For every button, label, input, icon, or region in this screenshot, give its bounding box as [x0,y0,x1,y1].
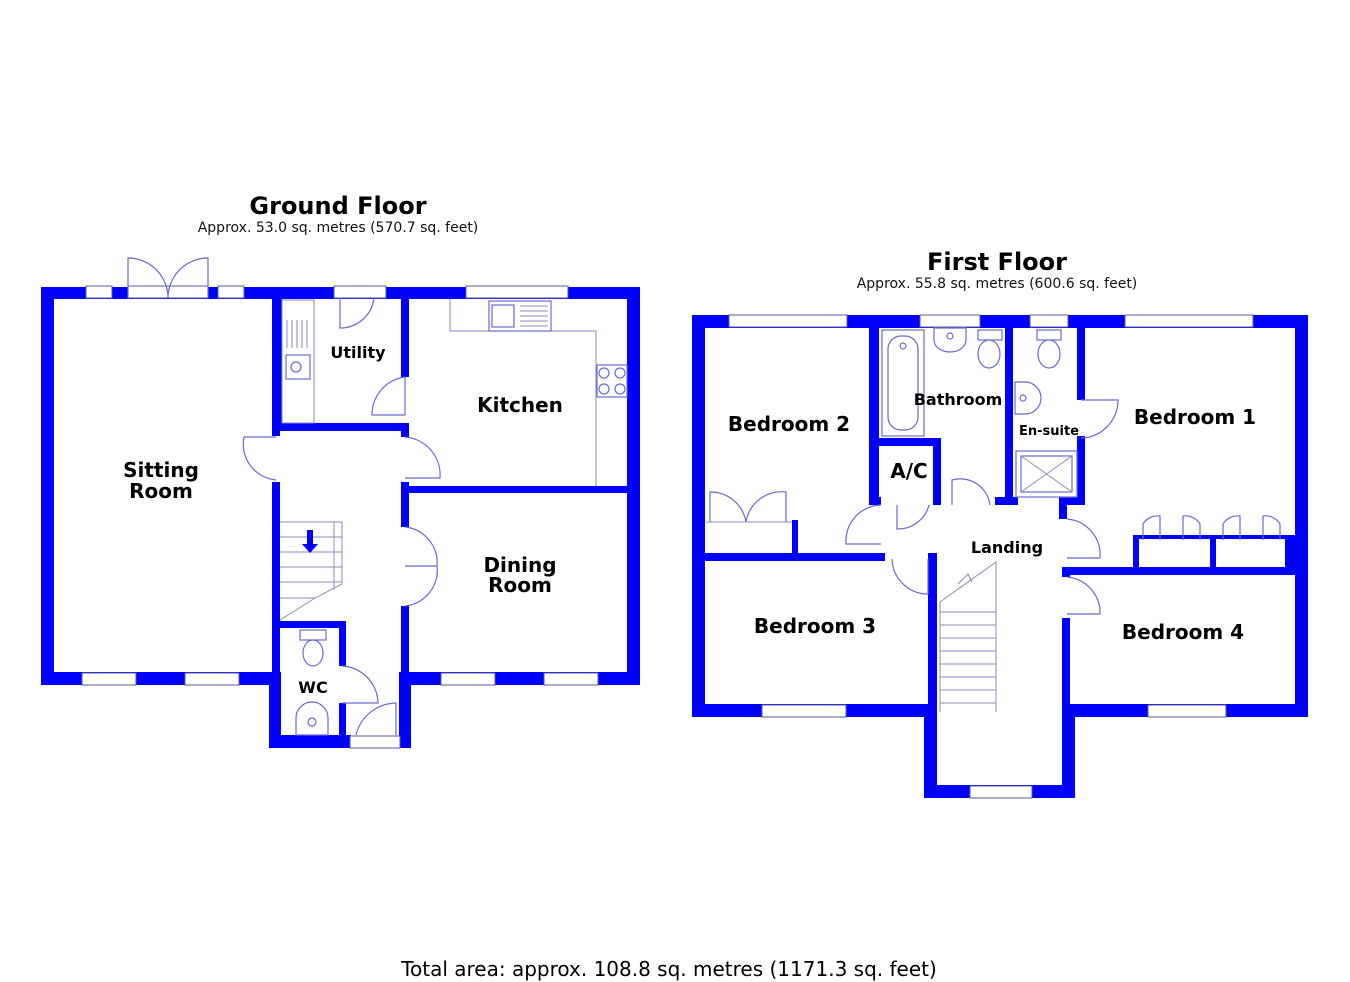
first-floor-title: First Floor [927,248,1067,276]
ground-floor-doors [242,297,441,736]
ground-stairs [279,521,343,621]
bedroom-1-label: Bedroom 1 [1134,405,1256,429]
first-floor-windows [728,314,1254,799]
total-area: Total area: approx. 108.8 sq. metres (11… [400,957,937,981]
utility-label: Utility [330,343,386,362]
bathroom-label: Bathroom [914,390,1003,409]
ground-floor-fixtures [279,299,628,736]
dining-room-label-line1: Dining [483,553,556,577]
first-floor-area: Approx. 55.8 sq. metres (600.6 sq. feet) [857,276,1138,292]
wc-label: WC [298,678,327,697]
bedroom-3-label: Bedroom 3 [754,614,876,638]
stairs-down-arrow-icon [302,530,318,553]
dining-room-label-line2: Room [488,573,552,597]
bedroom-4-label: Bedroom 4 [1122,620,1244,644]
ensuite-label: En-suite [1019,424,1079,439]
ground-floor-area: Approx. 53.0 sq. metres (570.7 sq. feet) [198,220,479,236]
kitchen-label: Kitchen [477,393,563,417]
ground-floor-title: Ground Floor [249,192,426,220]
bedroom-2-label: Bedroom 2 [728,412,850,436]
sitting-room-label-line2: Room [129,479,193,503]
landing-label: Landing [971,538,1043,557]
first-floor-stairs [939,561,997,712]
french-doors [127,257,209,299]
ac-cupboard-label: A/C [890,459,927,483]
sitting-room-label-line1: Sitting [123,458,199,482]
ground-floor-windows [81,285,599,749]
first-floor-fixtures [881,327,1078,712]
first-floor-doors [706,399,1281,615]
